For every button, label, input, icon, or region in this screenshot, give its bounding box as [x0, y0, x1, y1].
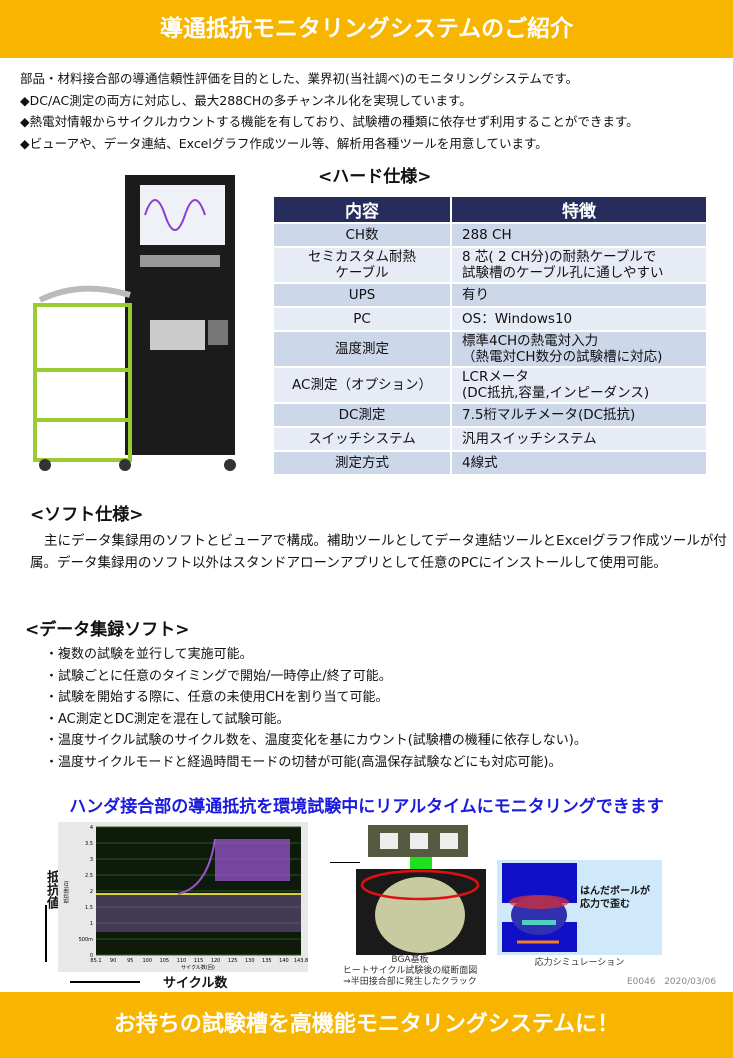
- list-item: ・AC測定とDC測定を混在して試験可能。: [45, 711, 290, 727]
- x-tick-label: 120: [211, 958, 221, 964]
- graph-x-label: サイクル数(回): [181, 964, 215, 971]
- x-axis-label: サイクル数: [163, 976, 228, 991]
- spec-row: スイッチシステム汎用スイッチシステム: [274, 428, 706, 450]
- x-tick-label: 105: [160, 958, 170, 964]
- x-tick-label: 130: [245, 958, 255, 964]
- spec-value: 7.5桁マルチメータ(DC抵抗): [450, 404, 706, 426]
- cross-section-caption: BGA基板 ヒートサイクル試験後の縦断面図 ⇒半田接合部に発生したクラック: [330, 955, 490, 988]
- spec-value: 標準4CHの熱電対入力 （熱電対CH数分の試験槽に対応): [450, 332, 706, 366]
- graph-y-label: 抵抗値(Ω): [63, 881, 70, 904]
- doc-code: E0046 2020/03/06: [627, 977, 716, 987]
- stress-simulation-image: [497, 860, 662, 955]
- spec-key: スイッチシステム: [274, 428, 450, 450]
- page-footer: お持ちの試験槽を高機能モニタリングシステムに！: [0, 992, 733, 1058]
- soft-spec-title: <ソフト仕様>: [30, 505, 144, 525]
- y-tick-label: 1.5: [85, 905, 93, 911]
- spec-value: LCRメータ (DC抵抗,容量,インピーダンス): [450, 368, 706, 402]
- x-tick-label: 140: [279, 958, 289, 964]
- x-tick-label: 85.1: [90, 958, 101, 964]
- x-tick-label: 143.8: [294, 958, 308, 964]
- hard-spec-title: <ハード仕様>: [318, 167, 432, 187]
- right-arrow-icon: [70, 981, 140, 983]
- list-item: ・試験ごとに任意のタイミングで開始/一時停止/終了可能。: [45, 668, 392, 684]
- spec-key: 測定方式: [274, 452, 450, 474]
- spec-value: 有り: [450, 284, 706, 306]
- col-header: 特徴: [450, 197, 706, 222]
- y-tick-label: 3.5: [85, 841, 93, 847]
- spec-row: 温度測定標準4CHの熱電対入力 （熱電対CH数分の試験槽に対応): [274, 332, 706, 366]
- spec-value: 288 CH: [450, 224, 706, 246]
- y-tick-label: 0: [90, 953, 93, 959]
- doc-code-text: E0046: [627, 977, 656, 987]
- intro-line: ◆ビューアや、データ連結、Excelグラフ作成ツール等、解析用各種ツールを用意し…: [20, 135, 548, 151]
- x-tick-label: 135: [262, 958, 272, 964]
- x-tick-label: 110: [177, 958, 187, 964]
- spec-key: UPS: [274, 284, 450, 306]
- spec-key: DC測定: [274, 404, 450, 426]
- y-axis-label: 抵抗値: [44, 870, 59, 909]
- daq-title: <データ集録ソフト>: [25, 620, 190, 640]
- spec-key: AC測定（オプション）: [274, 368, 450, 402]
- y-tick-label: 2: [90, 889, 93, 895]
- spec-key: セミカスタム耐熱 ケーブル: [274, 248, 450, 282]
- daq-list: ・複数の試験を並行して実施可能。 ・試験ごとに任意のタイミングで開始/一時停止/…: [45, 644, 587, 773]
- y-tick-label: 1: [90, 921, 93, 927]
- spec-value: OS：Windows10: [450, 308, 706, 330]
- spec-key: PC: [274, 308, 450, 330]
- y-tick-label: 4: [90, 825, 93, 831]
- simulation-caption: 応力シミュレーション: [534, 958, 625, 968]
- spec-row: AC測定（オプション）LCRメータ (DC抵抗,容量,インピーダンス): [274, 368, 706, 402]
- spec-value: 8 芯( 2 CH分)の耐熱ケーブルで 試験槽のケーブル孔に通しやすい: [450, 248, 706, 282]
- x-tick-label: 115: [194, 958, 204, 964]
- caption-line: ヒートサイクル試験後の縦断面図: [342, 966, 478, 976]
- bga-cross-section-image: [330, 825, 486, 955]
- x-tick-label: 90: [110, 958, 116, 964]
- intro-line: ◆DC/AC測定の両方に対応し、最大288CHの多チャンネル化を実現しています。: [20, 92, 472, 108]
- monitor-headline: ハンダ接合部の導通抵抗を環境試験中にリアルタイムにモニタリングできます: [69, 797, 664, 817]
- soft-spec-text: 主にデータ集録用のソフトとビューアで構成。補助ツールとしてデータ連結ツールとEx…: [30, 533, 727, 571]
- up-arrow-icon: [45, 905, 47, 962]
- col-header: 内容: [274, 197, 450, 222]
- caption-line: BGA基板: [391, 955, 429, 965]
- x-tick-label: 95: [127, 958, 133, 964]
- y-tick-label: 3: [90, 857, 93, 863]
- equipment-photo: [33, 175, 236, 471]
- resistance-graph: 0 500m 1 1.5 2 2.5 3 3.5 4 85.1 90 95 100 105 110 115 12…: [58, 822, 308, 972]
- footer-slogan: お持ちの試験槽を高機能モニタリングシステムに！: [113, 1012, 620, 1037]
- intro-line: 部品・材料接合部の導通信頼性評価を目的とした、業界初(当社調べ)のモニタリングシ…: [20, 71, 579, 86]
- intro: 部品・材料接合部の導通信頼性評価を目的とした、業界初(当社調べ)のモニタリングシ…: [20, 68, 639, 154]
- spec-key: 温度測定: [274, 332, 450, 366]
- page-title: 導通抵抗モニタリングシステムのご紹介: [159, 16, 574, 42]
- x-tick-label: 100: [142, 958, 152, 964]
- list-item: ・複数の試験を並行して実施可能。: [45, 647, 253, 662]
- list-item: ・温度サイクル試験のサイクル数を、温度変化を基にカウント(試験槽の機種に依存しな…: [45, 733, 587, 748]
- caption-line: ⇒半田接合部に発生したクラック: [343, 977, 477, 987]
- intro-line: ◆熱電対情報からサイクルカウントする機能を有しており、試験槽の種類に依存せず利用…: [20, 114, 639, 129]
- spec-value: 4線式: [450, 452, 706, 474]
- simulation-note: はんだボールが 応力で歪む: [580, 886, 650, 910]
- list-item: ・温度サイクルモードと経過時間モードの切替が可能(高温保存試験などにも対応可能)…: [45, 754, 562, 770]
- y-tick-label: 500m: [79, 937, 94, 943]
- x-tick-label: 125: [228, 958, 238, 964]
- y-tick-label: 2.5: [85, 873, 93, 879]
- spec-value: 汎用スイッチシステム: [450, 428, 706, 450]
- list-item: ・試験を開始する際に、任意の未使用CHを割り当て可能。: [45, 690, 389, 705]
- spec-key: CH数: [274, 224, 450, 246]
- page-header: 導通抵抗モニタリングシステムのご紹介: [0, 0, 733, 58]
- doc-date: 2020/03/06: [664, 977, 717, 987]
